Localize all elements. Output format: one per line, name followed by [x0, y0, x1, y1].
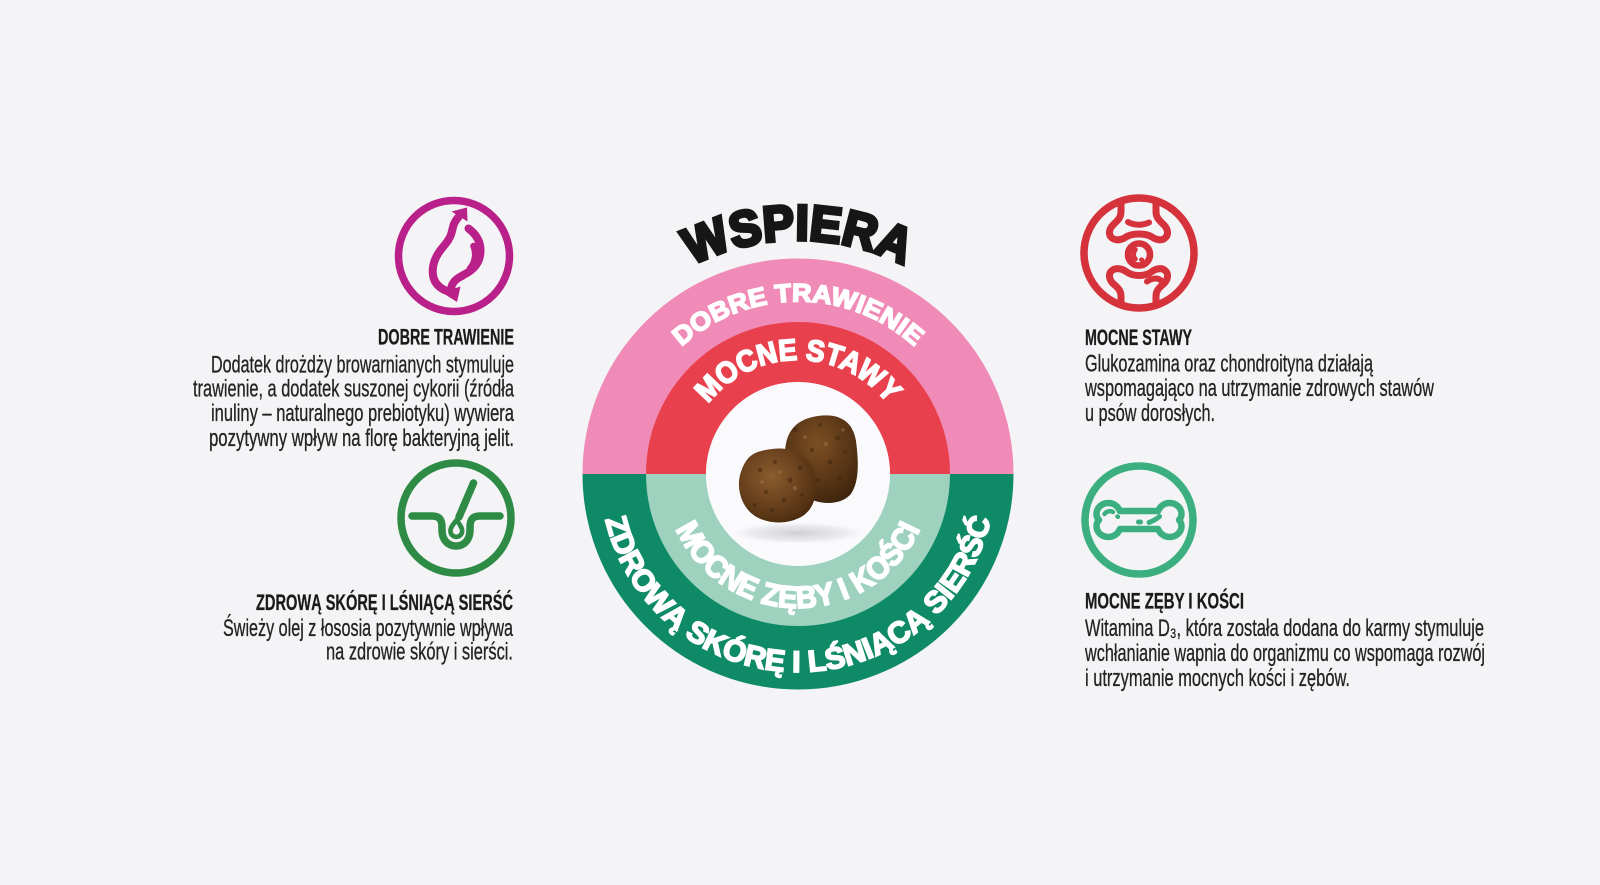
svg-text:Witamina D₃, która została dod: Witamina D₃, która została dodana do kar… [1085, 615, 1484, 642]
svg-text:trawienie, a dodatek suszonej: trawienie, a dodatek suszonej cykorii (ź… [193, 376, 514, 403]
svg-text:na zdrowie skóry i sierści.: na zdrowie skóry i sierści. [326, 639, 513, 666]
svg-text:Dodatek drożdży browarnianych: Dodatek drożdży browarnianych stymuluje [211, 352, 514, 379]
svg-text:MOCNE STAWY: MOCNE STAWY [1085, 325, 1192, 350]
svg-text:u psów dorosłych.: u psów dorosłych. [1085, 400, 1215, 427]
svg-text:i utrzymanie mocnych kości i z: i utrzymanie mocnych kości i zębów. [1085, 665, 1350, 692]
svg-text:DOBRE TRAWIENIE: DOBRE TRAWIENIE [378, 325, 514, 350]
svg-text:wchłanianie wapnia do organizm: wchłanianie wapnia do organizmu co wspom… [1084, 640, 1485, 667]
svg-text:Świeży olej z łososia pozytywn: Świeży olej z łososia pozytywnie wpływa [223, 614, 513, 642]
svg-text:Glukozamina oraz chondroityna: Glukozamina oraz chondroityna działają [1085, 350, 1373, 377]
svg-text:ZDROWĄ SKÓRĘ I LŚNIĄCĄ SIERŚĆ: ZDROWĄ SKÓRĘ I LŚNIĄCĄ SIERŚĆ [256, 590, 513, 615]
svg-text:pozytywny wpływ na florę bakte: pozytywny wpływ na florę bakteryjną jeli… [209, 425, 514, 452]
svg-text:wspomagająco na utrzymanie zdr: wspomagająco na utrzymanie zdrowych staw… [1084, 375, 1434, 402]
svg-text:inuliny – naturalnego prebioty: inuliny – naturalnego prebiotyku) wywier… [211, 400, 514, 427]
svg-text:MOCNE ZĘBY I KOŚCI: MOCNE ZĘBY I KOŚCI [1085, 588, 1244, 613]
